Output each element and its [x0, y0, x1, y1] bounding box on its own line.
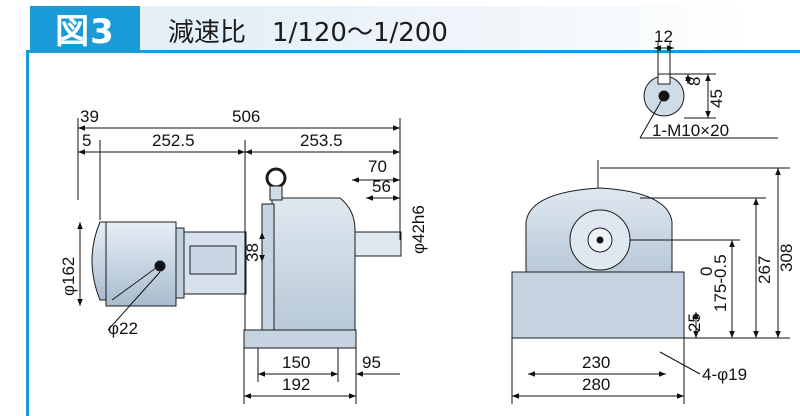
dim-38: 38	[243, 243, 262, 262]
dim-253-5: 253.5	[300, 131, 343, 150]
shaft-center	[596, 236, 604, 244]
dim-230: 230	[582, 353, 610, 372]
dim-shaft-dia: φ42h6	[409, 205, 428, 254]
reduction-ratio-label: 減速比	[168, 18, 247, 48]
dim-70: 70	[368, 157, 387, 176]
dim-conduit-dia: φ22	[108, 319, 138, 338]
motor-ring	[175, 227, 185, 299]
terminal-box-inner	[189, 245, 237, 275]
conduit-hole	[154, 260, 166, 272]
dim-252-5: 252.5	[152, 131, 195, 150]
figure-title: 減速比 1/120～1/200	[168, 12, 474, 49]
figure-number-badge: 図3	[30, 6, 140, 52]
eye-bolt	[265, 167, 287, 189]
dim-25: 25	[685, 313, 704, 332]
dim-56: 56	[372, 177, 391, 196]
gear-housing	[271, 197, 356, 331]
dim-280: 280	[582, 375, 610, 394]
dim-motor-dia: φ162	[59, 257, 78, 296]
dim-12: 12	[654, 27, 673, 46]
header-rule	[26, 50, 800, 53]
dim-95: 95	[362, 353, 381, 372]
front-view	[511, 160, 685, 339]
figure-header: 図3 減速比 1/120～1/200	[0, 0, 800, 55]
side-view	[91, 167, 402, 349]
output-shaft	[354, 231, 402, 257]
motor-end-cap	[91, 221, 109, 301]
shaft-detail	[643, 73, 685, 117]
dim-175: 175-0.5	[711, 254, 730, 312]
dim-192: 192	[282, 375, 310, 394]
conduit-line	[111, 264, 161, 301]
dim-tap: 1-M10×20	[652, 121, 729, 140]
dim-267: 267	[755, 256, 774, 284]
frame-left-rule	[26, 50, 29, 416]
dim-8: 8	[685, 77, 704, 86]
dim-5: 5	[82, 131, 91, 150]
reduction-ratio-value: 1/120～1/200	[272, 18, 448, 48]
housing-flange	[261, 203, 275, 331]
front-view-dimensions	[511, 167, 790, 404]
base-foot	[243, 329, 357, 349]
dim-150: 150	[282, 353, 310, 372]
shaft-detail-dimensions	[639, 42, 778, 139]
side-view-dimensions	[77, 118, 401, 404]
dim-506: 506	[232, 107, 260, 126]
dim-39: 39	[80, 107, 99, 126]
dim-45: 45	[707, 89, 726, 108]
keyway	[657, 73, 671, 85]
dim-308: 308	[777, 244, 796, 272]
header-band	[140, 6, 750, 50]
dim-175-tol: 0	[697, 267, 716, 276]
dim-holes: 4-φ19	[702, 365, 747, 384]
eye-bolt-base	[269, 185, 283, 201]
front-base	[511, 271, 685, 339]
